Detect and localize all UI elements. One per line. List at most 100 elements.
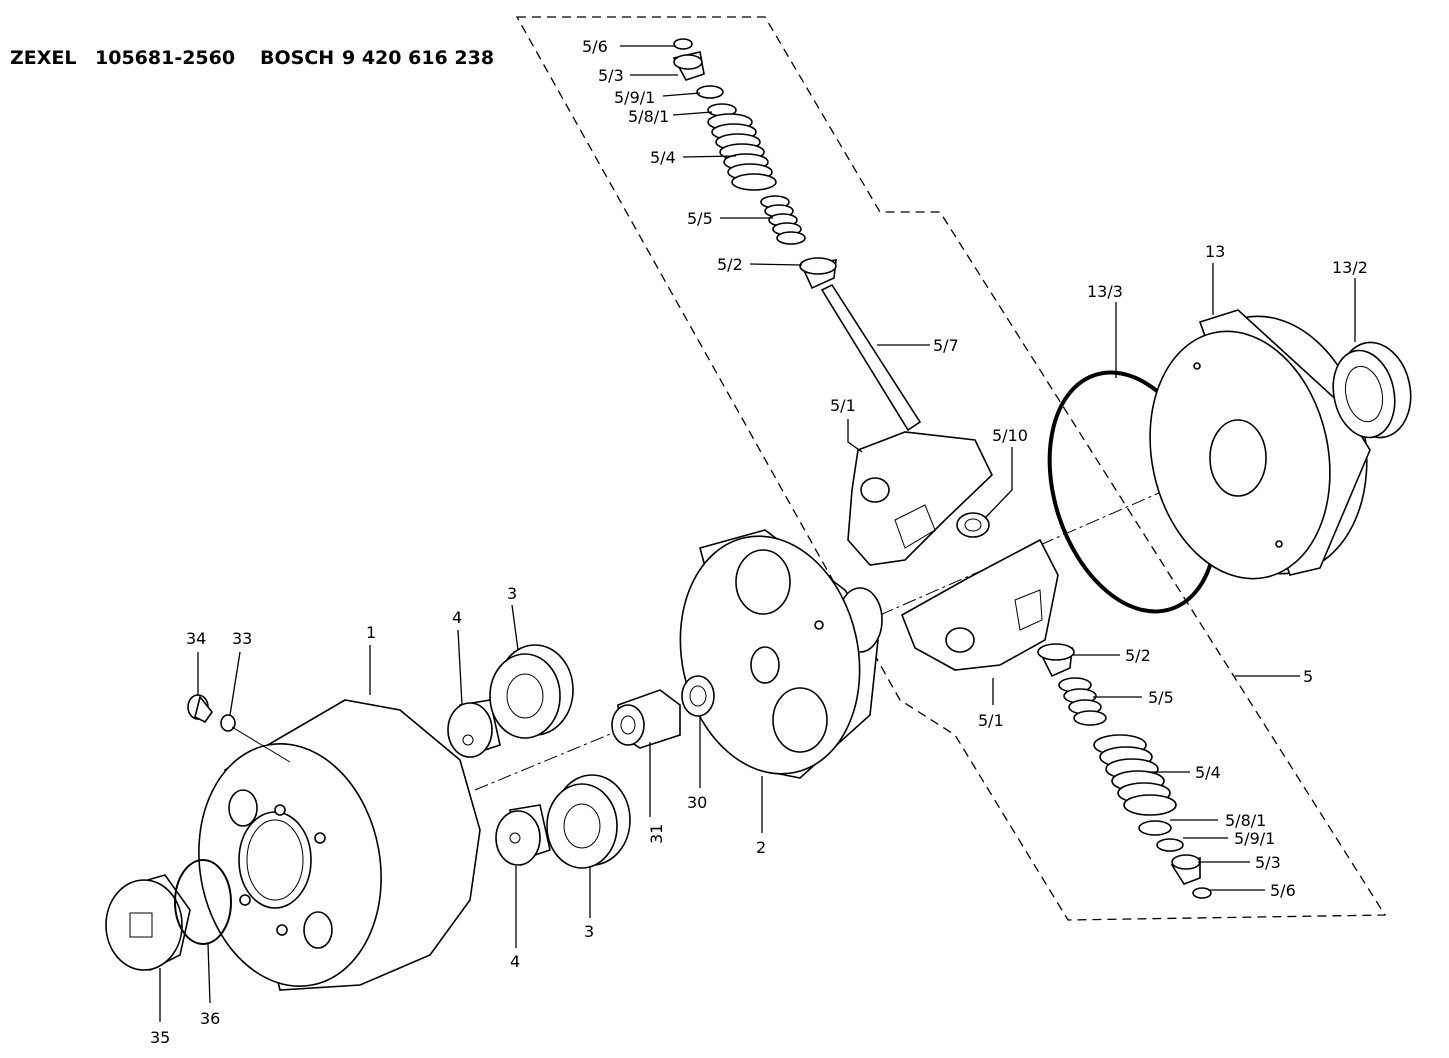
upper-valve-stack (672, 38, 922, 432)
label-5-5-top: 5/5 (687, 209, 713, 228)
screw-axis (231, 726, 291, 763)
label-34: 34 (186, 629, 206, 648)
label-4-top: 4 (452, 608, 462, 627)
housing-1 (198, 699, 481, 991)
washer-30-bore (689, 685, 707, 707)
label-5-8-1-bottom: 5/8/1 (1225, 811, 1266, 830)
label-30: 30 (687, 793, 707, 812)
plug-35-square-drive (129, 912, 153, 938)
assembly-5-boundary (515, 16, 1387, 921)
plate-5-2-bottom-rim (1037, 643, 1075, 661)
label-5-4-top: 5/4 (650, 148, 676, 167)
label-5-2-bottom: 5/2 (1125, 646, 1151, 665)
leader-lines (159, 45, 1356, 1022)
bracket-5-1-bottom-slot (1014, 589, 1043, 631)
label-33: 33 (232, 629, 252, 648)
brand-zexel: ZEXEL (10, 47, 77, 69)
sleeve-31 (611, 689, 681, 749)
bracket-5-1-top-boss (860, 477, 890, 503)
axis-line-c (879, 474, 1201, 616)
seal-13-2 (1332, 341, 1412, 439)
cam-ring-2-pocket-bottom (772, 687, 828, 753)
label-5-8-1-top: 5/8/1 (628, 107, 669, 126)
label-5-10: 5/10 (992, 426, 1028, 445)
label-5: 5 (1303, 667, 1313, 686)
spring-5-4-bottom (1093, 734, 1177, 816)
label-31: 31 (647, 824, 666, 844)
washer-33 (220, 714, 236, 732)
roller-4-bottom (495, 804, 551, 866)
housing-1-hole-a (274, 804, 286, 816)
washer-5-9-1-top (696, 85, 724, 99)
label-36: 36 (200, 1009, 220, 1028)
cover-13-hole-a (1193, 362, 1201, 370)
label-5-3-top: 5/3 (598, 66, 624, 85)
label-1: 1 (366, 623, 376, 642)
washer-5-9-1-bottom (1156, 838, 1184, 852)
housing-1-threaded-bore (238, 811, 312, 909)
label-5-7: 5/7 (933, 336, 959, 355)
label-5-6-bottom: 5/6 (1270, 881, 1296, 900)
circlip-5-6-top (673, 38, 693, 50)
cam-ring-2-hole (814, 620, 824, 630)
spring-5-5-top (760, 195, 806, 245)
label-2: 2 (756, 838, 766, 857)
lower-valve-stack (1037, 643, 1212, 899)
bracket-5-1-top (847, 431, 993, 566)
roller-3-top (489, 644, 574, 739)
circlip-5-6-bottom (1192, 887, 1212, 899)
bush-5-10 (956, 512, 990, 538)
spring-5-5-bottom (1058, 677, 1107, 726)
housing-1-port-a (228, 789, 258, 827)
bosch-part-number: 9 420 616 238 (342, 47, 494, 69)
label-5-4-bottom: 5/4 (1195, 763, 1221, 782)
cover-13-hole-b (1275, 540, 1283, 548)
label-5-9-1-top: 5/9/1 (614, 88, 655, 107)
cam-ring-2-bore (750, 646, 780, 684)
part-labels: 5/6 5/3 5/9/1 5/8/1 5/4 5/5 5/2 5/7 5/1 … (150, 37, 1368, 1047)
seat-5-3-top-rim (673, 54, 703, 70)
seat-5-3-bottom-rim (1171, 854, 1201, 870)
housing-1-hole-b (314, 832, 326, 844)
housing-1-port-b (303, 911, 333, 949)
label-5-1-bottom: 5/1 (978, 711, 1004, 730)
label-3-top: 3 (507, 584, 517, 603)
housing-1-hole-d (276, 924, 288, 936)
housing-1-hole-c (239, 894, 251, 906)
pin-5-7 (820, 283, 922, 432)
label-5-2-top: 5/2 (717, 255, 743, 274)
roller-4-top (447, 699, 501, 758)
axis-line-a (474, 729, 621, 791)
screw-34 (187, 694, 213, 724)
label-5-6-top: 5/6 (582, 37, 608, 56)
header-part-numbers: ZEXEL 105681-2560 BOSCH 9 420 616 238 (10, 47, 494, 69)
bracket-5-1-top-slot (894, 504, 936, 549)
label-5-3-bottom: 5/3 (1255, 853, 1281, 872)
spring-5-4-top (707, 113, 777, 191)
brand-bosch: BOSCH (260, 47, 334, 69)
bracket-5-1-bottom (900, 538, 1059, 671)
label-5-9-1-bottom: 5/9/1 (1234, 829, 1275, 848)
plate-5-2-top-rim (799, 257, 837, 275)
zexel-part-number: 105681-2560 (95, 47, 235, 69)
label-35: 35 (150, 1028, 170, 1047)
label-5-1-top: 5/1 (830, 396, 856, 415)
label-13: 13 (1205, 242, 1225, 261)
cover-13 (1149, 309, 1371, 580)
o-ring-36 (174, 859, 232, 945)
bracket-5-1-bottom-boss (945, 627, 975, 653)
cam-ring-2 (679, 529, 883, 779)
label-3-bottom: 3 (584, 922, 594, 941)
plug-35 (105, 874, 191, 972)
label-5-5-bottom: 5/5 (1148, 688, 1174, 707)
roller-3-bottom (546, 774, 631, 869)
housing-1-thread (246, 819, 304, 901)
cover-13-bore (1209, 419, 1267, 497)
cam-ring-2-pocket-top (735, 549, 791, 615)
label-13-3: 13/3 (1087, 282, 1123, 301)
label-4-bottom: 4 (510, 952, 520, 971)
shim-5-8-1-bottom (1138, 820, 1172, 836)
label-13-2: 13/2 (1332, 258, 1368, 277)
washer-30 (681, 675, 715, 717)
